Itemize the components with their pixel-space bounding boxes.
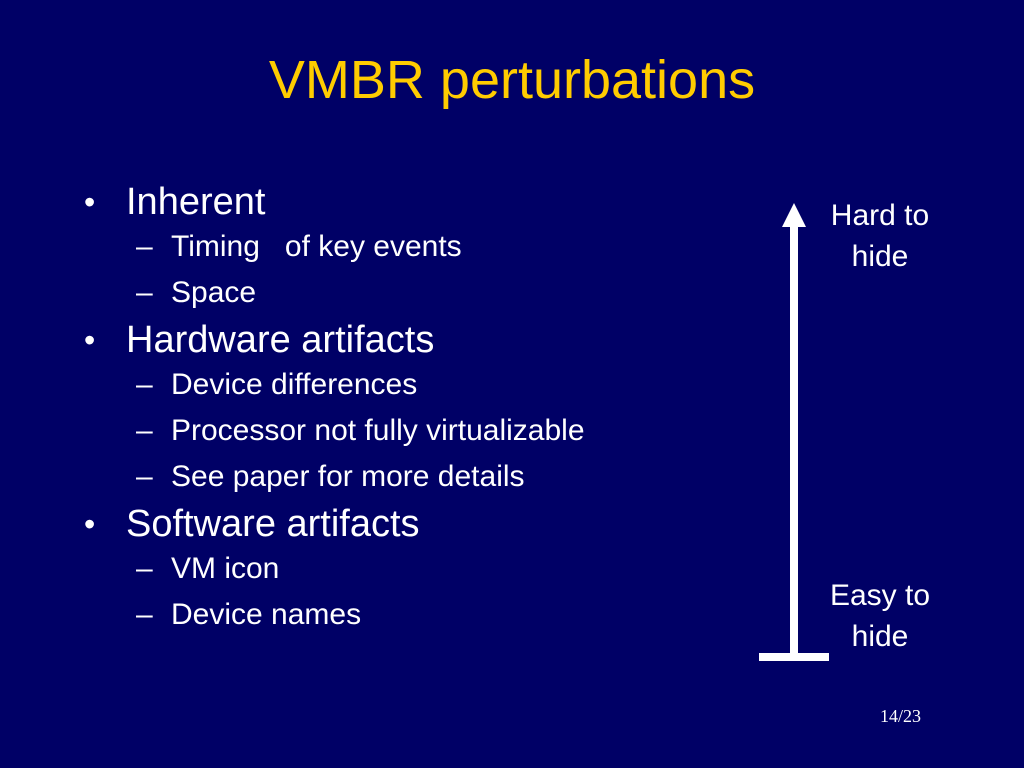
bullet-group-software: • Software artifacts – VM icon – Device … [84, 502, 724, 638]
page-number: 14/23 [880, 706, 922, 726]
arrowhead-up-icon [782, 203, 806, 227]
sub-bullet-item: – Timing of key events [84, 224, 724, 270]
bullet-item: • Hardware artifacts [84, 318, 724, 362]
sub-bullet-text: Timing of key events [171, 230, 462, 263]
hard-to-hide-label: Hard to hide [805, 195, 955, 277]
dash-icon: – [136, 598, 153, 631]
hard-label-line2: hide [851, 240, 909, 273]
sub-bullet-item: – See paper for more details [84, 454, 724, 500]
bullet-group-hardware: • Hardware artifacts – Device difference… [84, 318, 724, 500]
scale-arrow-icon [759, 203, 829, 661]
sub-bullet-text: Space [171, 276, 257, 309]
sub-bullet-text: VM icon [171, 552, 280, 585]
sub-bullet-item: – VM icon [84, 546, 724, 592]
easy-label-line1: Easy to [829, 579, 931, 612]
dash-icon: – [136, 368, 153, 401]
sub-bullet-item: – Device names [84, 592, 724, 638]
bullet-icon: • [84, 184, 96, 220]
bullet-text: Software artifacts [126, 503, 420, 545]
sub-bullet-text: Device differences [171, 368, 418, 401]
easy-to-hide-label: Easy to hide [805, 575, 955, 657]
bullet-icon: • [84, 506, 96, 542]
sub-bullet-text: Device names [171, 598, 362, 631]
bullet-list: • Inherent – Timing of key events – Spac… [84, 180, 724, 640]
easy-label-line2: hide [851, 620, 909, 653]
sub-bullet-item: – Space [84, 270, 724, 316]
dash-icon: – [136, 552, 153, 585]
sub-bullet-item: – Processor not fully virtualizable [84, 408, 724, 454]
dash-icon: – [136, 414, 153, 447]
bullet-icon: • [84, 322, 96, 358]
bullet-text: Inherent [126, 181, 266, 223]
sub-bullet-item: – Device differences [84, 362, 724, 408]
hard-label-line1: Hard to [830, 199, 930, 232]
sub-bullet-text: Processor not fully virtualizable [171, 414, 585, 447]
bullet-group-inherent: • Inherent – Timing of key events – Spac… [84, 180, 724, 316]
dash-icon: – [136, 230, 153, 263]
sub-bullet-text: See paper for more details [171, 460, 525, 493]
bullet-item: • Software artifacts [84, 502, 724, 546]
bullet-item: • Inherent [84, 180, 724, 224]
bullet-text: Hardware artifacts [126, 319, 435, 361]
dash-icon: – [136, 276, 153, 309]
dash-icon: – [136, 460, 153, 493]
slide-title: VMBR perturbations [268, 50, 756, 110]
